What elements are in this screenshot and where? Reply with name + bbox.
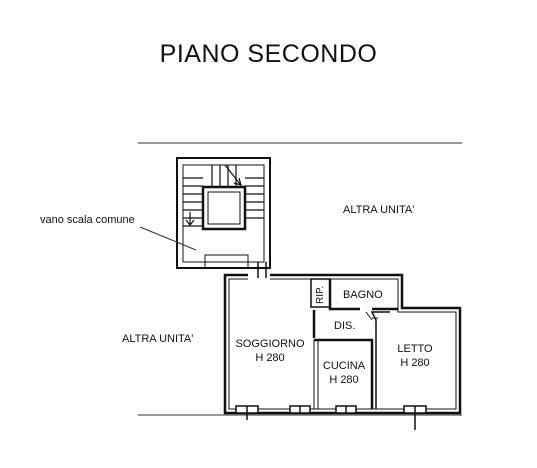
apartment-walls: [223, 262, 462, 415]
label-soggiorno-height: H 280: [255, 352, 285, 364]
label-vano-scala: vano scala comune: [40, 214, 135, 226]
label-disimpegno: DIS.: [334, 320, 356, 332]
label-cucina-height: H 280: [329, 374, 359, 386]
label-ripostiglio: RIP.: [315, 285, 326, 304]
label-altra-unita-top: ALTRA UNITA': [343, 204, 415, 216]
label-letto: LETTO: [397, 343, 433, 355]
plan-title: PIANO SECONDO: [159, 40, 378, 68]
label-bagno: BAGNO: [343, 289, 383, 301]
label-letto-height: H 280: [400, 357, 430, 369]
windows: [235, 405, 427, 430]
vano-scala-leader: [139, 226, 197, 251]
stairwell: [176, 157, 271, 269]
label-altra-unita-left: ALTRA UNITA': [122, 333, 194, 345]
label-cucina: CUCINA: [322, 360, 366, 372]
label-soggiorno: SOGGIORNO: [235, 338, 305, 350]
